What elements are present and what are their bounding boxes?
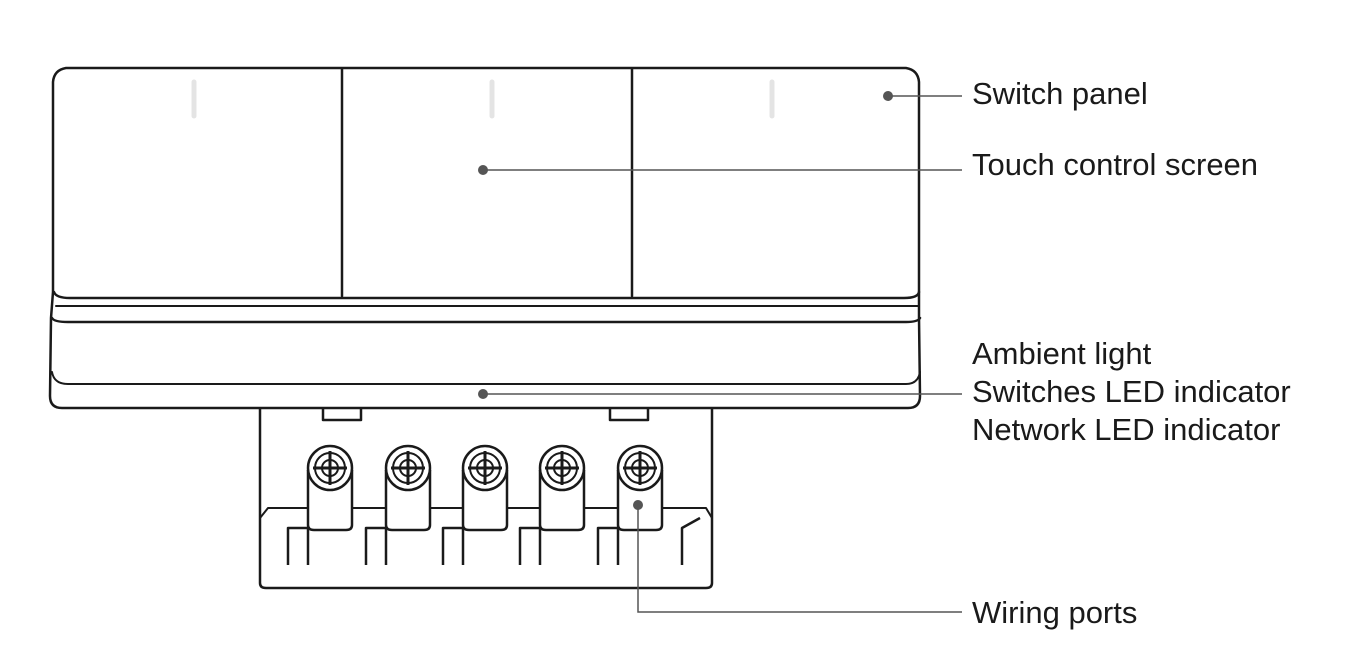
label-network-led-indicator: Network LED indicator (972, 412, 1281, 447)
terminal-leg (441, 526, 465, 565)
wiring-terminal (596, 444, 664, 565)
terminal-leg (364, 526, 388, 565)
dot-led-indicators (478, 389, 488, 399)
dot-wiring-ports (633, 500, 643, 510)
dot-switch-panel (883, 91, 893, 101)
wiring-terminal (286, 444, 354, 565)
terminal-leg-end (680, 516, 701, 565)
switch-panel-body (48, 66, 922, 410)
leader-wiring-ports (637, 505, 962, 613)
terminal-leg (596, 526, 620, 565)
label-switches-led-indicator: Switches LED indicator (972, 374, 1291, 409)
dot-touch-control-screen (478, 165, 488, 175)
callout-dots (478, 91, 893, 510)
touch-markers (191, 79, 775, 119)
touch-zone-dividers (340, 67, 634, 298)
terminal-leg (518, 526, 542, 565)
wiring-terminals (286, 444, 701, 565)
label-touch-control-screen: Touch control screen (972, 147, 1259, 182)
label-wiring-ports: Wiring ports (972, 595, 1138, 630)
terminal-leg (286, 526, 310, 565)
wiring-terminal (441, 444, 509, 565)
label-switch-panel: Switch panel (972, 76, 1148, 111)
wiring-terminal (364, 444, 432, 565)
label-ambient-light: Ambient light (972, 336, 1152, 371)
callout-leaders (483, 95, 962, 613)
wiring-terminal (518, 444, 586, 565)
